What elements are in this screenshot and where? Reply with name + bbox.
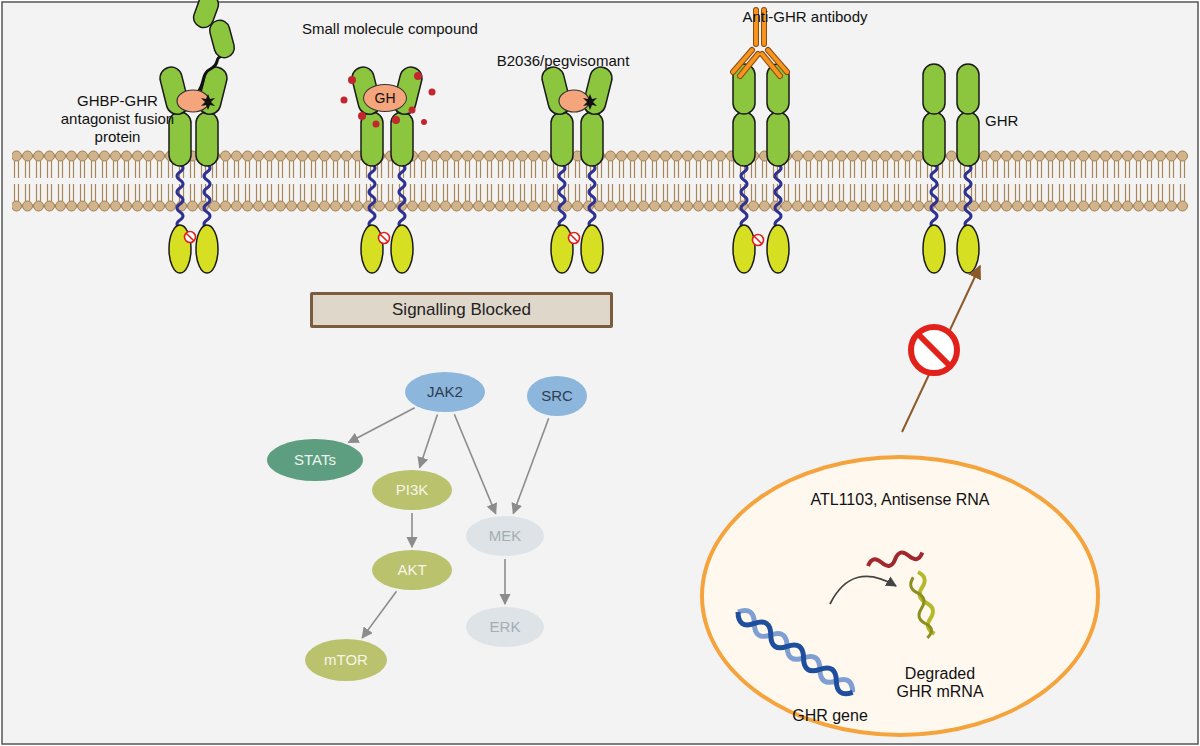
- ghr-arm: [733, 64, 755, 273]
- arrow-connector: [411, 513, 413, 547]
- block-symbol: [569, 233, 580, 244]
- ghr-arm: [540, 65, 573, 273]
- dna-strand: [734, 606, 857, 698]
- molecule-dot: [341, 97, 348, 104]
- annotation-label: B2036/pegvisomant: [483, 52, 643, 70]
- node-label: JAK2: [427, 383, 463, 401]
- mrna-strand: [914, 571, 939, 635]
- kinase-ellipse: JAK2: [405, 372, 485, 412]
- molecule-dot: [414, 72, 422, 80]
- antibody-arm: [733, 50, 787, 76]
- dna-strand: [734, 606, 857, 698]
- node-text: GHR gene: [780, 707, 880, 725]
- pathway-ellipse: PI3K: [372, 470, 452, 510]
- node-label: mTOR: [324, 651, 368, 669]
- status-box: Signalling Blocked: [310, 292, 613, 328]
- ghr-arm: [581, 65, 614, 273]
- block-slash: [918, 334, 950, 366]
- antisense-rna: [867, 548, 924, 571]
- molecule-dot: [373, 121, 380, 128]
- node-label: Signalling Blocked: [392, 301, 531, 319]
- ghr-arm: [196, 65, 229, 273]
- block-symbol: [185, 232, 196, 243]
- molecule-dot: [348, 76, 356, 84]
- pathway-ellipse: ERK: [466, 607, 544, 647]
- cell-membrane: [12, 150, 1188, 212]
- node-label: GH: [375, 89, 396, 107]
- mutation-star: [583, 94, 597, 110]
- molecule-dot: [358, 112, 366, 120]
- ghbp-domain: [191, 0, 221, 30]
- molecule-dot: [421, 119, 427, 125]
- small-molecules: [341, 72, 436, 128]
- pathway-ellipse: MEK: [466, 516, 544, 556]
- ligand-oval: GH: [363, 84, 407, 112]
- mutation-star: [201, 94, 215, 110]
- arrow-connector: [420, 415, 438, 468]
- arrow-connector: [349, 408, 415, 443]
- pathway-ellipse: STATs: [267, 439, 363, 481]
- gh-antagonist: [177, 90, 209, 112]
- block-circle: [911, 327, 957, 373]
- node-label: ATL1103, Antisense RNA: [704, 491, 1096, 509]
- antisense-circle: ATL1103, Antisense RNA Degraded GHR mRNA G…: [700, 455, 1100, 737]
- ghr-arm: [923, 64, 945, 273]
- curved-arrow: [830, 576, 896, 604]
- node-label: ERK: [490, 618, 521, 636]
- arrow-connector: [513, 418, 548, 513]
- annotation-label: Small molecule compound: [290, 20, 490, 38]
- rna-strand: [867, 548, 924, 571]
- receptor-pairs: [158, 64, 979, 273]
- molecule-dot: [392, 116, 400, 124]
- expression-arrow: [902, 266, 980, 432]
- gh-antagonist: [559, 90, 589, 112]
- block-symbol: [379, 233, 390, 244]
- kinase-ellipse: SRC: [527, 376, 587, 416]
- linker: [198, 56, 222, 92]
- pegvisomant: [559, 90, 597, 112]
- degraded-mrna: [908, 571, 940, 639]
- molecule-dot: [409, 107, 416, 114]
- dna-helix: [734, 606, 857, 698]
- ghr-arm: [957, 64, 979, 273]
- pathway-ellipse: AKT: [372, 550, 452, 590]
- arrow-connector: [454, 414, 495, 513]
- node-label: AKT: [397, 561, 426, 579]
- node-label: MEK: [489, 527, 522, 545]
- arrow-connector: [362, 591, 396, 638]
- node-label: STATs: [294, 451, 336, 469]
- ghbp-domain: [207, 18, 236, 60]
- node-label: SRC: [541, 387, 573, 405]
- annotation-label: GHBP-GHR antagonist fusion protein: [60, 92, 175, 146]
- pathway-ellipse: mTOR: [305, 639, 387, 681]
- ghr-arm: [767, 64, 789, 273]
- fusion-protein: [177, 0, 237, 112]
- node-label: PI3K: [396, 481, 429, 499]
- block-symbol: [911, 327, 957, 373]
- node-text: Degraded GHR mRNA: [895, 665, 985, 701]
- block-symbol: [753, 235, 764, 246]
- ghr-arm: [158, 65, 191, 273]
- arrow-connector: [504, 559, 506, 604]
- annotation-label: Anti-GHR antibody: [728, 8, 882, 26]
- mrna-strand: [909, 576, 934, 638]
- annotation-label: GHR: [985, 112, 1035, 130]
- antibody-outline: [733, 50, 787, 76]
- molecule-dot: [429, 89, 436, 96]
